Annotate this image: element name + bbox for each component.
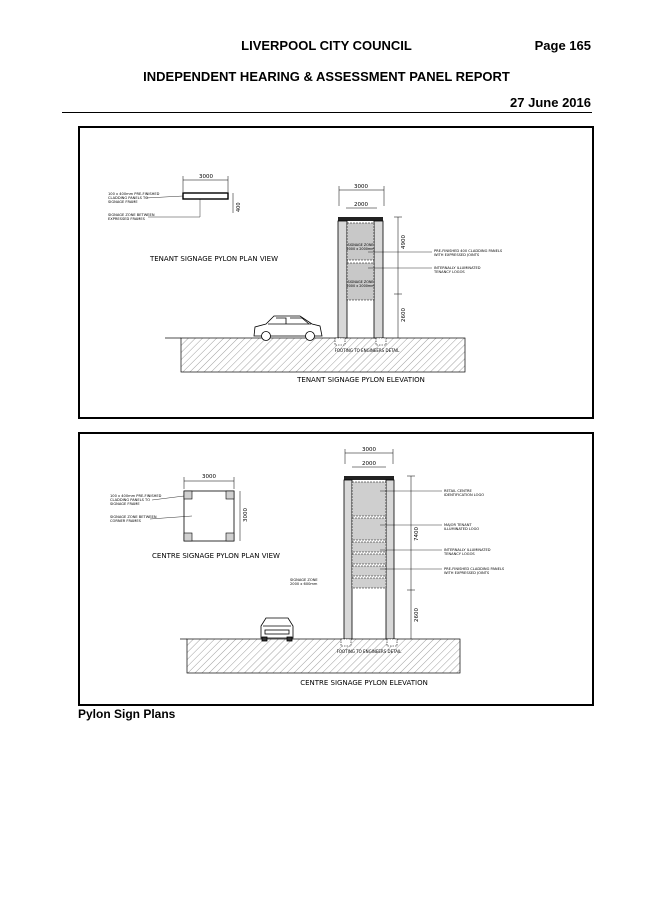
sign-height-dim: 7400: [414, 527, 420, 541]
zone-1-label-a: SIGNAGE ZONE: [347, 243, 373, 247]
plan-note-zone-2: CORNER FRAMES: [110, 519, 142, 523]
plan-note-cladding-3: SIGNAGE FRAME: [110, 502, 140, 506]
overall-width-dim: 3000: [362, 447, 376, 453]
plan-width-dim: 3000: [199, 174, 213, 180]
inner-width-dim: 2000: [354, 202, 368, 208]
note-illuminated-b: TENANCY LOGOS: [433, 270, 465, 274]
tenant-pylon-elevation: 3000 2000 SIGNAGE ZONE 2000 x 2000mm SIG…: [296, 184, 503, 384]
centre-plan-view: 3000 3000 100 x 400mm PRE-FINISHED CLADD…: [110, 474, 280, 560]
tenant-elevation-title: TENANT SIGNAGE PYLON ELEVATION: [296, 376, 425, 384]
pylon-cap: [338, 217, 383, 221]
centre-pylon-drawing: 3000 3000 100 x 400mm PRE-FINISHED CLADD…: [78, 432, 594, 706]
tenancy-zone-4: [351, 577, 387, 589]
major-tenant-zone: [351, 517, 387, 541]
tenancy-zone-2: [351, 553, 387, 565]
tenancy-zone-3: [351, 565, 387, 577]
plan-pylon-outline: [183, 490, 235, 542]
header-rule: [62, 112, 592, 113]
note-illuminated-a: INTERNALLY ILLUMINATED: [444, 548, 491, 552]
zone-2-label-b: 2000 x 2000mm: [346, 284, 375, 288]
tenant-pylon-svg: 3000 400 100 x 400mm PRE-FINISHED CLADDI…: [108, 174, 503, 384]
sign-height-dim: 4900: [401, 235, 407, 249]
report-date: 27 June 2016: [510, 95, 591, 110]
report-title: INDEPENDENT HEARING & ASSESSMENT PANEL R…: [143, 69, 510, 84]
note-retail-b: IDENTIFICATION LOGO: [444, 493, 484, 497]
tenant-plan-title: TENANT SIGNAGE PYLON PLAN VIEW: [149, 255, 278, 263]
plan-depth-dim: 400: [236, 202, 242, 212]
centre-pylon-svg: 3000 3000 100 x 400mm PRE-FINISHED CLADD…: [110, 447, 505, 687]
note-cladding-a: PRE-FINISHED 400 CLADDING PANELS: [434, 249, 503, 253]
pylon-right-post: [385, 479, 395, 640]
centre-elevation-title: CENTRE SIGNAGE PYLON ELEVATION: [300, 679, 428, 687]
overall-width-dim: 3000: [354, 184, 368, 190]
note-illuminated-b: TENANCY LOGOS: [443, 552, 475, 556]
pylon-right-post: [373, 220, 384, 339]
tenancy-zone-1: [351, 541, 387, 553]
retail-logo-zone: [351, 481, 387, 517]
tenant-ground-section: [180, 337, 466, 373]
signage-zone-1: [346, 222, 375, 261]
figure-caption: Pylon Sign Plans: [78, 707, 176, 721]
note-cladding-a: PRE-FINISHED CLADDING PANELS: [444, 567, 505, 571]
plan-note-zone-1: SIGNAGE ZONE BETWEEN: [108, 213, 155, 217]
centre-plan-title: CENTRE SIGNAGE PYLON PLAN VIEW: [152, 552, 280, 560]
council-name: LIVERPOOL CITY COUNCIL: [241, 38, 412, 53]
post-height-dim: 2600: [401, 308, 407, 322]
post-height-dim: 2600: [414, 608, 420, 622]
centre-pylon-elevation: 3000 2000 SIGNAGE ZONE 2000 x 600mm 7400…: [290, 447, 505, 687]
zone-note-b: 2000 x 600mm: [290, 582, 318, 586]
pylon-cap: [344, 476, 394, 480]
car-front-icon: [260, 617, 294, 642]
plan-depth-dim: 3000: [243, 508, 249, 522]
footing-note: FOOTING TO ENGINEERS DETAIL: [337, 649, 403, 654]
note-cladding-b: WITH EXPRESSED JOINTS: [444, 571, 490, 575]
tenant-plan-view: 3000 400 100 x 400mm PRE-FINISHED CLADDI…: [108, 174, 278, 263]
plan-note-cladding-3: SIGNAGE FRAME: [108, 200, 138, 204]
note-major-b: ILLUMINATED LOGO: [444, 527, 479, 531]
plan-note-cladding-2: CLADDING PANELS TO: [110, 498, 150, 502]
pylon-left-post: [337, 220, 348, 339]
plan-width-dim: 3000: [202, 474, 216, 480]
note-cladding-b: WITH EXPRESSED JOINTS: [434, 253, 480, 257]
page-number: Page 165: [534, 38, 591, 53]
plan-pylon-outline: [182, 192, 229, 200]
note-retail-a: RETAIL CENTRE: [444, 489, 473, 493]
note-major-a: MAJOR TENANT: [444, 523, 472, 527]
plan-note-cladding-1: 100 x 400mm PRE-FINISHED: [110, 494, 162, 498]
footing-note: FOOTING TO ENGINEERS DETAIL: [335, 348, 401, 353]
car-icon: [253, 315, 323, 341]
inner-width-dim: 2000: [362, 461, 376, 467]
zone-note-a: SIGNAGE ZONE: [290, 578, 318, 582]
tenant-pylon-drawing: 3000 400 100 x 400mm PRE-FINISHED CLADDI…: [78, 126, 594, 419]
centre-ground-section: [186, 638, 461, 674]
pylon-left-post: [343, 479, 353, 640]
plan-note-zone-1: SIGNAGE ZONE BETWEEN: [110, 515, 157, 519]
signage-zone-2: [346, 262, 375, 301]
zone-1-label-b: 2000 x 2000mm: [346, 247, 375, 251]
plan-note-cladding-2: CLADDING PANELS TO: [108, 196, 148, 200]
plan-note-cladding-1: 100 x 400mm PRE-FINISHED: [108, 192, 160, 196]
zone-2-label-a: SIGNAGE ZONE: [347, 280, 373, 284]
plan-note-zone-2: EXPRESSED FRAMES: [108, 217, 146, 221]
note-illuminated-a: INTERNALLY ILLUMINATED: [434, 266, 481, 270]
